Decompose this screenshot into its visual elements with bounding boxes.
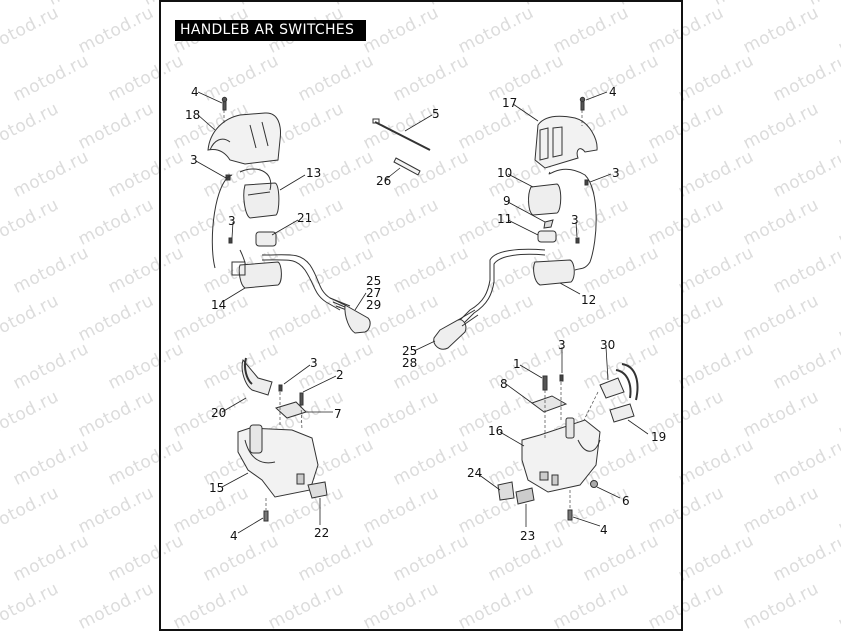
callout-18: 18 [185,108,201,122]
screw-3-right-a [584,179,589,186]
callout-15: 15 [209,481,225,495]
assembly-dashed-lines [223,110,599,510]
screw-4-left-bottom [263,510,269,522]
switch-13 [243,182,280,219]
leader-lines [195,91,649,534]
switch-cap-23 [515,487,535,505]
callout-24: 24 [467,466,483,480]
left-connector-25-27-29 [329,297,371,334]
nut-6 [590,480,598,488]
callout-30: 30 [600,338,616,352]
callout-14: 14 [211,298,227,312]
callout-25: 25 [402,344,418,358]
callout-3: 3 [190,153,198,167]
diagram-frame [159,0,683,631]
callout-3: 3 [310,356,318,370]
screw-2 [299,392,304,406]
right-wiring-to-connector [459,248,546,321]
switch-cap-11 [537,230,557,243]
callout-16: 16 [488,424,504,438]
switch-14 [231,261,282,289]
switch-12 [533,259,575,286]
screw-4-right-top [579,96,586,111]
callout-4: 4 [191,85,199,99]
screw-3-left-b [228,237,233,244]
right-connector-25-28 [433,309,479,350]
callout-26: 26 [376,174,392,188]
callout-4: 4 [230,529,238,543]
switch-cap-21 [255,231,277,247]
switch-20 [241,357,273,396]
left-upper-switch-housing-18 [207,112,281,165]
callout-5: 5 [432,107,440,121]
diagram-title: HANDLEB AR SWITCHES [175,20,367,41]
callout-3: 3 [612,166,620,180]
right-wiring-harness [548,168,597,271]
screw-4-left-top [221,96,228,111]
screw-3-right-b [575,237,580,244]
callout-3: 3 [571,213,579,227]
screw-1 [542,375,548,391]
callout-19: 19 [651,430,667,444]
screw-4-right-bottom [567,509,573,521]
callout-29: 29 [366,298,382,312]
left-lower-switch-housing-15 [237,424,319,498]
callout-27: 27 [366,286,382,300]
switch-19 [609,403,635,423]
switch-cap-22 [307,481,328,499]
screw-3-right-c [559,374,564,382]
left-wiring-to-connector [261,254,346,306]
callout-7: 7 [334,407,342,421]
cable-strap-5 [372,118,431,151]
callout-12: 12 [581,293,597,307]
callout-6: 6 [622,494,630,508]
sleeve-26 [393,157,421,176]
callout-11: 11 [497,212,513,226]
screw-3-left-c [278,384,283,392]
callout-9: 9 [503,194,511,208]
callout-22: 22 [314,526,330,540]
callout-4: 4 [600,523,608,537]
plate-8 [530,395,568,413]
callout-17: 17 [502,96,518,110]
callout-10: 10 [497,166,513,180]
callout-3: 3 [228,214,236,228]
callout-3: 3 [558,338,566,352]
switch-cap-9 [543,219,554,229]
right-lower-switch-housing-16 [521,417,601,493]
callout-1: 1 [513,357,521,371]
callout-23: 23 [520,529,536,543]
callout-20: 20 [211,406,227,420]
callout-13: 13 [306,166,322,180]
callout-25: 25 [366,274,382,288]
callout-4: 4 [609,85,617,99]
switch-cap-24 [497,481,515,501]
switch-30 [599,363,639,401]
switch-10 [528,183,562,216]
callout-2: 2 [336,368,344,382]
callout-21: 21 [297,211,313,225]
callout-8: 8 [500,377,508,391]
right-upper-switch-housing-17 [534,115,598,169]
callout-28: 28 [402,356,418,370]
